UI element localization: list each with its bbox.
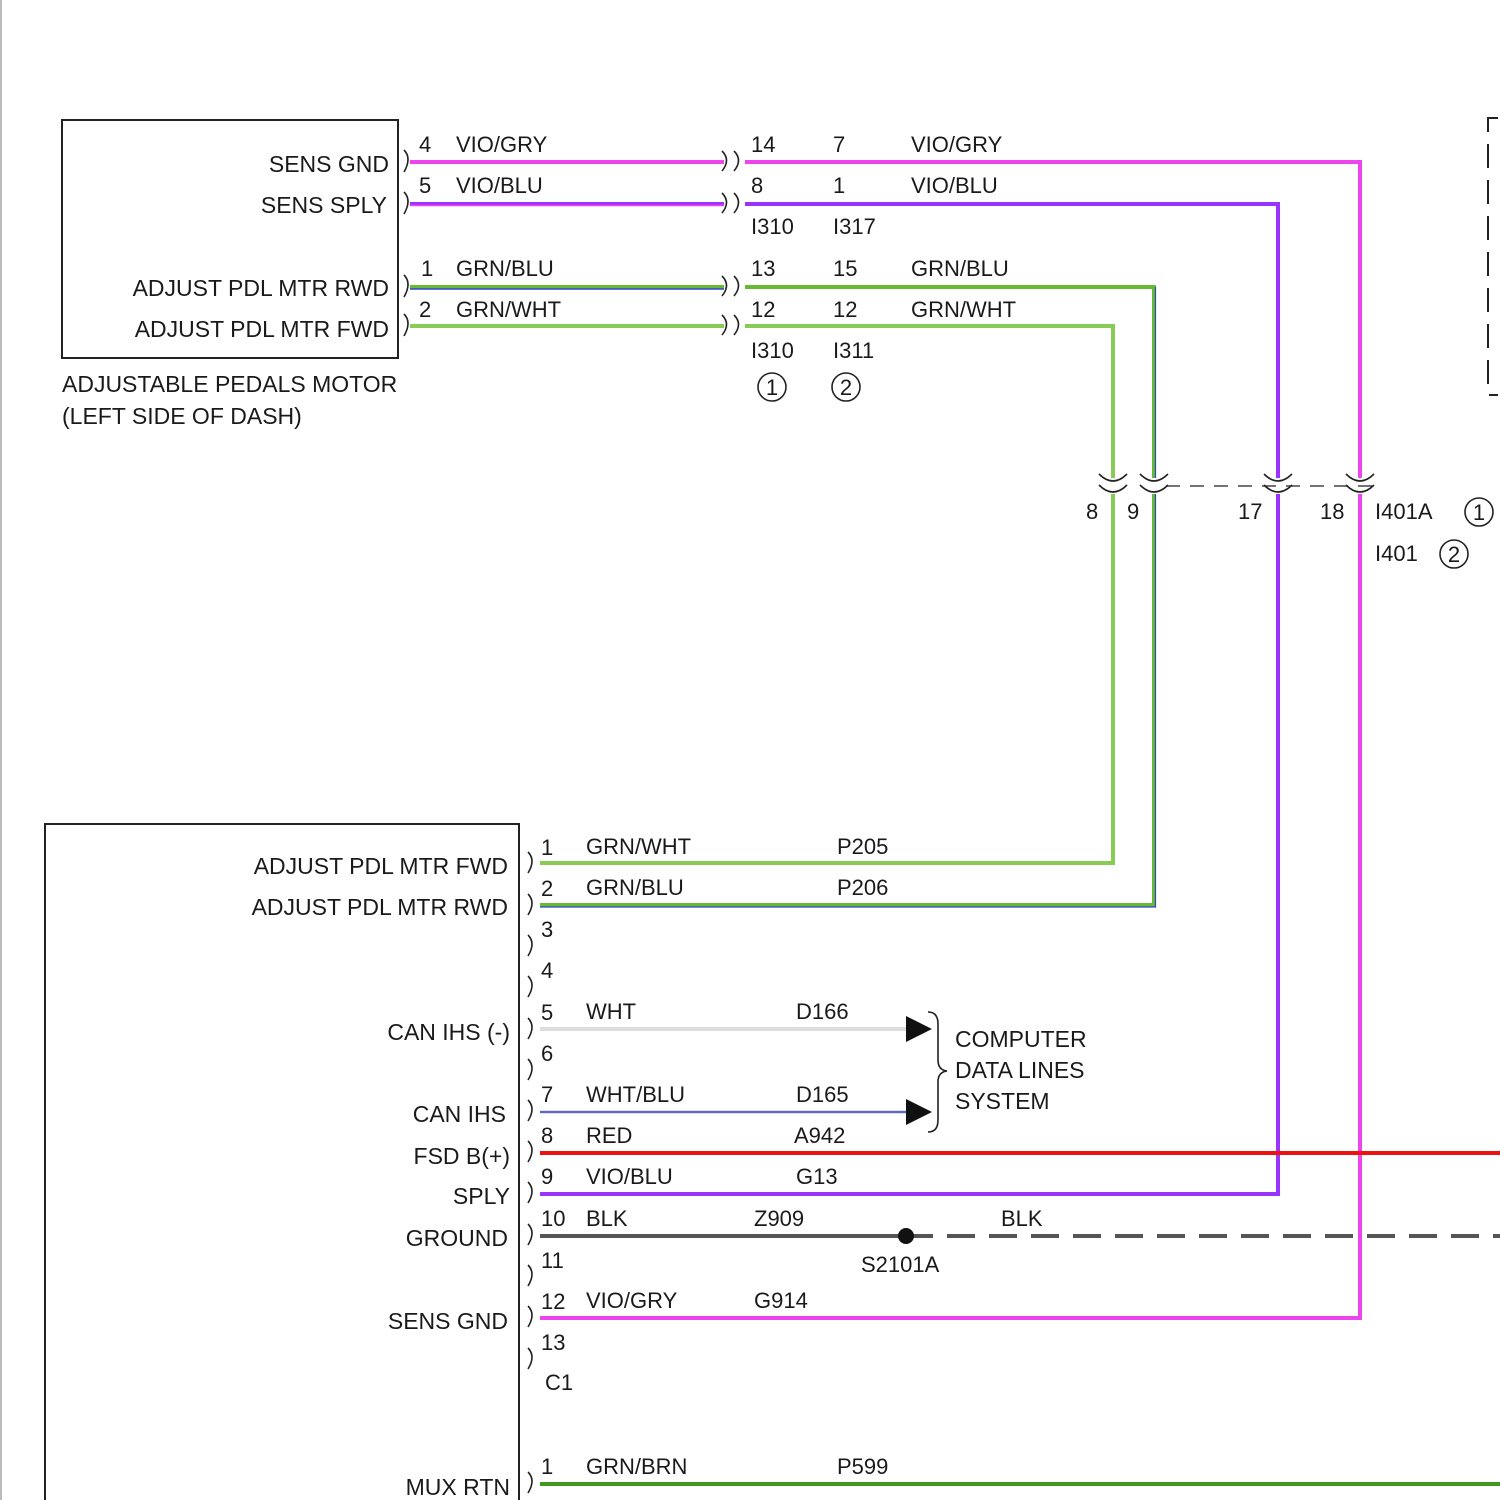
- motor-label-sens-gnd: SENS GND: [269, 151, 389, 177]
- module-c2-pin-1: 1: [541, 1454, 553, 1479]
- module-pin-4: 4: [541, 958, 553, 983]
- mwire-color-c2-1: GRN/BRN: [586, 1454, 687, 1479]
- i401-pin-18: 18: [1320, 499, 1344, 524]
- module-label-mux-rtn: MUX RTN: [406, 1474, 510, 1500]
- motor-wire-color-3: GRN/BLU: [456, 256, 554, 281]
- inline-pin-a-1: 14: [751, 132, 775, 157]
- motor-label-rwd: ADJUST PDL MTR RWD: [133, 275, 389, 301]
- inline-pin-b-1: 7: [833, 132, 845, 157]
- inline-pin-a-4: 12: [751, 297, 775, 322]
- module-label-can-minus: CAN IHS (-): [387, 1019, 510, 1045]
- inline-pin-b-4: 12: [833, 297, 857, 322]
- i401-pin-9: 9: [1127, 499, 1139, 524]
- module-pin-9: 9: [541, 1164, 553, 1189]
- i401-pin-8: 8: [1086, 499, 1098, 524]
- inline-connector-brackets: [722, 151, 739, 335]
- wire-grn-wht: [410, 326, 1113, 863]
- module-pin-7: 7: [541, 1082, 553, 1107]
- mwire-circuit-2: P206: [837, 875, 888, 900]
- mwire-circuit-12: G914: [754, 1288, 808, 1313]
- connector-name-i401a: I401A: [1375, 499, 1433, 524]
- i401-pin-17: 17: [1238, 499, 1262, 524]
- mwire-color-2: GRN/BLU: [586, 875, 684, 900]
- module-connector-name-c1: C1: [545, 1370, 573, 1395]
- splice-name: S2101A: [861, 1252, 940, 1277]
- motor-label-sens-sply: SENS SPLY: [261, 192, 387, 218]
- motor-title-line1: ADJUSTABLE PEDALS MOTOR: [62, 371, 397, 397]
- motor-pin-5: 5: [419, 173, 431, 198]
- module-pin-11: 11: [541, 1248, 564, 1273]
- module-pin-3: 3: [541, 917, 553, 942]
- mwire-circuit-1: P205: [837, 834, 888, 859]
- splice-dot: [898, 1228, 914, 1244]
- connector-name-i310-lower: I310: [751, 338, 794, 363]
- i401-note-number-1: 1: [1473, 500, 1485, 525]
- mwire-color-12: VIO/GRY: [586, 1288, 678, 1313]
- module-label-ground: GROUND: [406, 1225, 508, 1251]
- note-number-1: 1: [766, 375, 778, 400]
- module-pin-8: 8: [541, 1123, 553, 1148]
- connector-name-i401: I401: [1375, 541, 1418, 566]
- module-label-rwd: ADJUST PDL MTR RWD: [252, 894, 508, 920]
- data-lines-line2: DATA LINES: [955, 1057, 1085, 1083]
- motor-pin-4: 4: [419, 132, 431, 157]
- data-lines-brace: [928, 1012, 947, 1132]
- motor-label-fwd: ADJUST PDL MTR FWD: [135, 316, 389, 342]
- mwire-color-9: VIO/BLU: [586, 1164, 673, 1189]
- mwire-circuit-10: Z909: [754, 1206, 804, 1231]
- mwire-color-10-right: BLK: [1001, 1206, 1043, 1231]
- module-pin-6: 6: [541, 1041, 553, 1066]
- mwire-circuit-c2-1: P599: [837, 1454, 888, 1479]
- motor-pin-2: 2: [419, 297, 431, 322]
- mwire-color-10: BLK: [586, 1206, 628, 1231]
- motor-wire-color-2: VIO/BLU: [456, 173, 543, 198]
- module-pin-13: 13: [541, 1330, 565, 1355]
- module-label-can: CAN IHS: [413, 1101, 506, 1127]
- mwire-circuit-8: A942: [794, 1123, 845, 1148]
- arrow-d166: [906, 1016, 932, 1042]
- inline-wire-color-4: GRN/WHT: [911, 297, 1016, 322]
- arrow-d165: [906, 1099, 932, 1125]
- module-pin-10: 10: [541, 1206, 565, 1231]
- mwire-color-5: WHT: [586, 999, 636, 1024]
- i401-connector-symbols: [1099, 474, 1374, 492]
- motor-pin-1: 1: [421, 256, 433, 281]
- inline-pin-b-2: 1: [833, 173, 845, 198]
- data-lines-line1: COMPUTER: [955, 1026, 1087, 1052]
- module-label-fsd: FSD B(+): [414, 1143, 510, 1169]
- module-pin-1: 1: [541, 835, 553, 860]
- module-pin-5: 5: [541, 1000, 553, 1025]
- module-label-sply: SPLY: [453, 1183, 510, 1209]
- inline-pin-b-3: 15: [833, 256, 857, 281]
- wire-grn-blu: [410, 287, 1156, 907]
- inline-wire-color-1: VIO/GRY: [911, 132, 1003, 157]
- mwire-circuit-7: D165: [796, 1082, 849, 1107]
- note-number-2: 2: [840, 375, 852, 400]
- data-lines-line3: SYSTEM: [955, 1088, 1050, 1114]
- motor-connector: [404, 150, 408, 336]
- module-pin-12: 12: [541, 1289, 565, 1314]
- inline-wire-color-3: GRN/BLU: [911, 256, 1009, 281]
- connector-name-i310-upper: I310: [751, 214, 794, 239]
- connector-name-i317: I317: [833, 214, 876, 239]
- mwire-color-8: RED: [586, 1123, 632, 1148]
- mwire-color-1: GRN/WHT: [586, 834, 691, 859]
- motor-wire-color-1: VIO/GRY: [456, 132, 548, 157]
- mwire-color-7: WHT/BLU: [586, 1082, 685, 1107]
- connector-name-i311: I311: [833, 338, 874, 363]
- module-connector-c1: [528, 852, 532, 1493]
- mwire-circuit-5: D166: [796, 999, 849, 1024]
- module-label-fwd: ADJUST PDL MTR FWD: [254, 853, 508, 879]
- mwire-circuit-9: G13: [796, 1164, 838, 1189]
- inline-pin-a-2: 8: [751, 173, 763, 198]
- i401-note-number-2: 2: [1448, 542, 1460, 567]
- motor-title-line2: (LEFT SIDE OF DASH): [62, 403, 302, 429]
- module-label-sens-gnd: SENS GND: [388, 1308, 508, 1334]
- inline-wire-color-2: VIO/BLU: [911, 173, 998, 198]
- motor-wire-color-4: GRN/WHT: [456, 297, 561, 322]
- right-component-box: [1488, 118, 1498, 395]
- inline-pin-a-3: 13: [751, 256, 775, 281]
- module-pin-2: 2: [541, 876, 553, 901]
